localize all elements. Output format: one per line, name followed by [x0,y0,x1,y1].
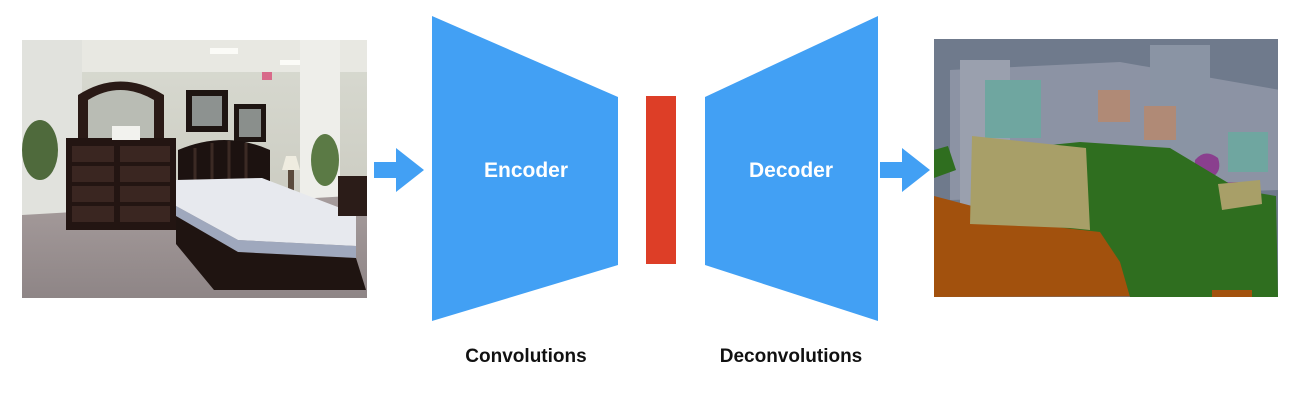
encoder-block [432,16,618,321]
segmentation-map [934,39,1278,297]
decoder-block [705,16,878,321]
arrow-icon [374,148,424,192]
decoder-caption: Deconvolutions [719,346,863,367]
bottleneck-block [646,96,676,264]
encoder-label: Encoder [483,159,569,182]
encoder-caption: Convolutions [465,346,587,367]
decoder-label: Decoder [748,159,834,182]
input-photo [22,40,367,298]
arrow-icon [880,148,930,192]
